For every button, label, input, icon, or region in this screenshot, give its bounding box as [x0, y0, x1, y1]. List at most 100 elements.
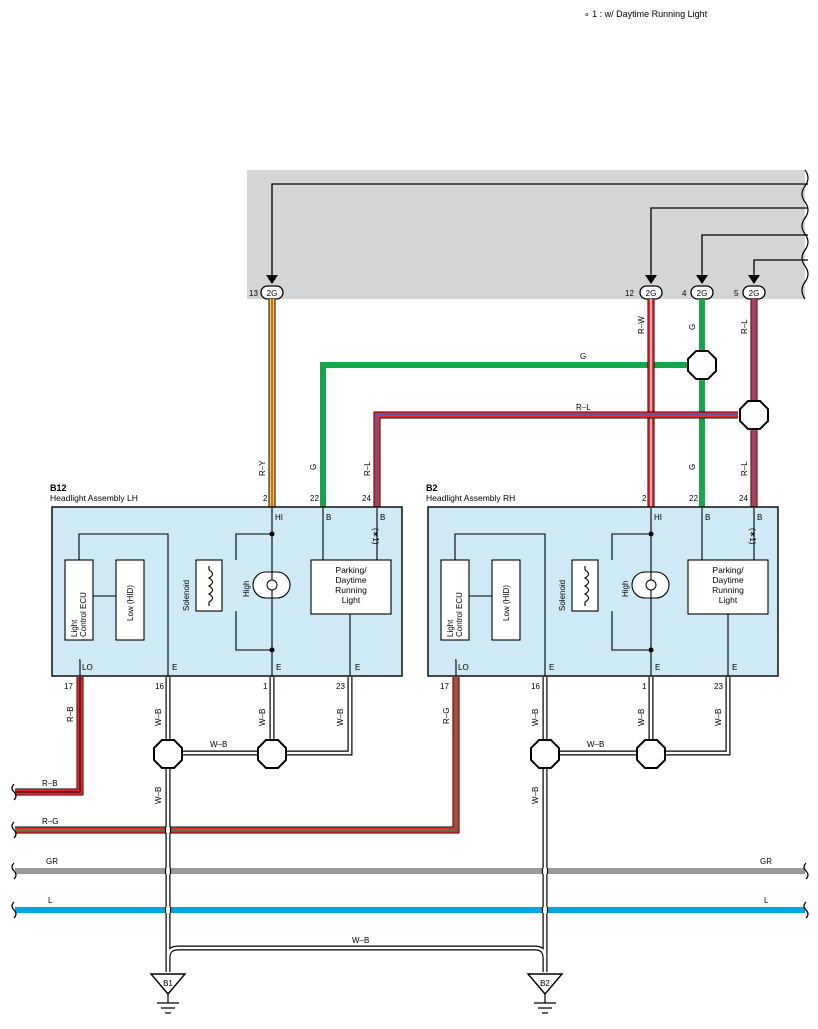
svg-text:Low (HID): Low (HID)	[502, 585, 511, 621]
svg-text:HI: HI	[275, 513, 283, 522]
label-rw-top: R–W	[637, 316, 646, 334]
bus-crossover-patches	[164, 827, 549, 913]
svg-text:Daytime: Daytime	[712, 575, 743, 585]
svg-text:Light: Light	[70, 619, 79, 637]
label-wb: W–B	[531, 787, 540, 804]
label-g-rh: G	[688, 464, 697, 470]
label-wb: W–B	[352, 936, 369, 945]
label-wb: W–B	[714, 709, 723, 726]
svg-text:24: 24	[362, 494, 371, 503]
svg-text:B1: B1	[163, 979, 173, 988]
label-ry: R–Y	[258, 460, 267, 476]
svg-text:LO: LO	[82, 663, 93, 672]
label-rl-top: R–L	[740, 319, 749, 334]
svg-text:Solenoid: Solenoid	[558, 580, 567, 611]
svg-text:(∗1): (∗1)	[371, 528, 380, 545]
wire-r-b	[15, 677, 84, 796]
label-wb: W–B	[154, 787, 163, 804]
assembly-code: B2	[426, 483, 438, 493]
svg-text:23: 23	[336, 682, 345, 691]
left-break-marks	[11, 783, 809, 919]
light-control-ecu	[64, 559, 94, 641]
light-control-ecu	[440, 559, 470, 641]
parking-light	[310, 559, 392, 615]
wire-r-g	[15, 677, 460, 834]
label-rb-horizontal: R–B	[42, 779, 58, 788]
svg-text:Parking/: Parking/	[712, 565, 744, 575]
pin-number: 13	[249, 289, 258, 298]
label-g-lh: G	[309, 464, 318, 470]
svg-text:E: E	[655, 663, 660, 672]
svg-text:Parking/: Parking/	[335, 565, 367, 575]
svg-text:Daytime: Daytime	[335, 575, 366, 585]
label-gr-right: GR	[760, 857, 772, 866]
low-hid	[115, 559, 145, 641]
label-wb: W–B	[587, 740, 604, 749]
svg-text:2G: 2G	[749, 289, 760, 298]
wire-g	[320, 299, 705, 508]
label-l-right: L	[764, 896, 769, 905]
label-rg-vertical: R–G	[442, 708, 451, 724]
headlight-assembly-lh: B12 Headlight Assembly LH 2 22 24 HI B B…	[50, 483, 403, 691]
svg-text:17: 17	[64, 682, 73, 691]
svg-text:22: 22	[689, 494, 698, 503]
ground-b1-icon: B1	[149, 973, 187, 1014]
assembly-name: Headlight Assembly LH	[50, 493, 138, 503]
svg-text:E: E	[732, 663, 737, 672]
label-wb: W–B	[210, 740, 227, 749]
svg-text:B: B	[380, 513, 385, 522]
splice-wb-rh-2	[636, 739, 666, 769]
svg-text:1: 1	[642, 682, 647, 691]
label-wb: W–B	[336, 709, 345, 726]
svg-text:2: 2	[642, 494, 647, 503]
connector-2g-5: 2G 5	[734, 285, 766, 300]
label-rg-horizontal: R–G	[42, 817, 58, 826]
svg-text:23: 23	[714, 682, 723, 691]
parking-light	[687, 559, 769, 615]
svg-text:17: 17	[440, 682, 449, 691]
svg-text:(∗1): (∗1)	[748, 528, 757, 545]
assembly-code: B12	[50, 483, 67, 493]
label-gr-left: GR	[46, 857, 58, 866]
label-wb: W–B	[637, 709, 646, 726]
svg-text:B2: B2	[540, 979, 550, 988]
svg-text:2G: 2G	[646, 289, 657, 298]
label-rb-vertical: R–B	[66, 706, 75, 722]
svg-text:B: B	[705, 513, 710, 522]
low-hid	[491, 559, 521, 641]
svg-text:2G: 2G	[267, 289, 278, 298]
svg-text:Light: Light	[446, 619, 455, 637]
splice-g	[687, 350, 717, 380]
svg-text:Solenoid: Solenoid	[182, 580, 191, 611]
svg-text:E: E	[549, 663, 554, 672]
svg-text:Running: Running	[335, 585, 367, 595]
svg-text:2: 2	[263, 494, 268, 503]
label-wb: W–B	[154, 709, 163, 726]
pin-number: 12	[625, 289, 634, 298]
label-wb: W–B	[531, 709, 540, 726]
label-l-left: L	[48, 896, 53, 905]
svg-text:E: E	[355, 663, 360, 672]
connector-2g-12: 2G 12	[625, 285, 663, 300]
label-g-top: G	[688, 324, 697, 330]
svg-text:Control ECU: Control ECU	[455, 592, 464, 637]
svg-text:16: 16	[155, 682, 164, 691]
connector-2g-4: 2G 4	[682, 285, 714, 300]
wire-r-l	[373, 299, 758, 508]
panel-break-mark	[801, 169, 809, 300]
svg-text:High: High	[242, 581, 251, 597]
svg-text:HI: HI	[654, 513, 662, 522]
splice-wb-lh-1	[153, 739, 183, 769]
splice-wb-lh-2	[257, 739, 287, 769]
label-g-horizontal: G	[580, 352, 586, 361]
label-rl-lh: R–L	[363, 461, 372, 476]
footnote: ∘ 1 : w/ Daytime Running Light	[584, 9, 708, 19]
svg-text:Light: Light	[342, 595, 361, 605]
svg-text:2G: 2G	[697, 289, 708, 298]
svg-text:Running: Running	[712, 585, 744, 595]
ground-b2-icon: B2	[526, 973, 564, 1014]
svg-text:B: B	[757, 513, 762, 522]
headlight-assembly-rh: B2 Headlight Assembly RH 2 22 24 HI B B …	[426, 483, 779, 691]
svg-text:24: 24	[739, 494, 748, 503]
